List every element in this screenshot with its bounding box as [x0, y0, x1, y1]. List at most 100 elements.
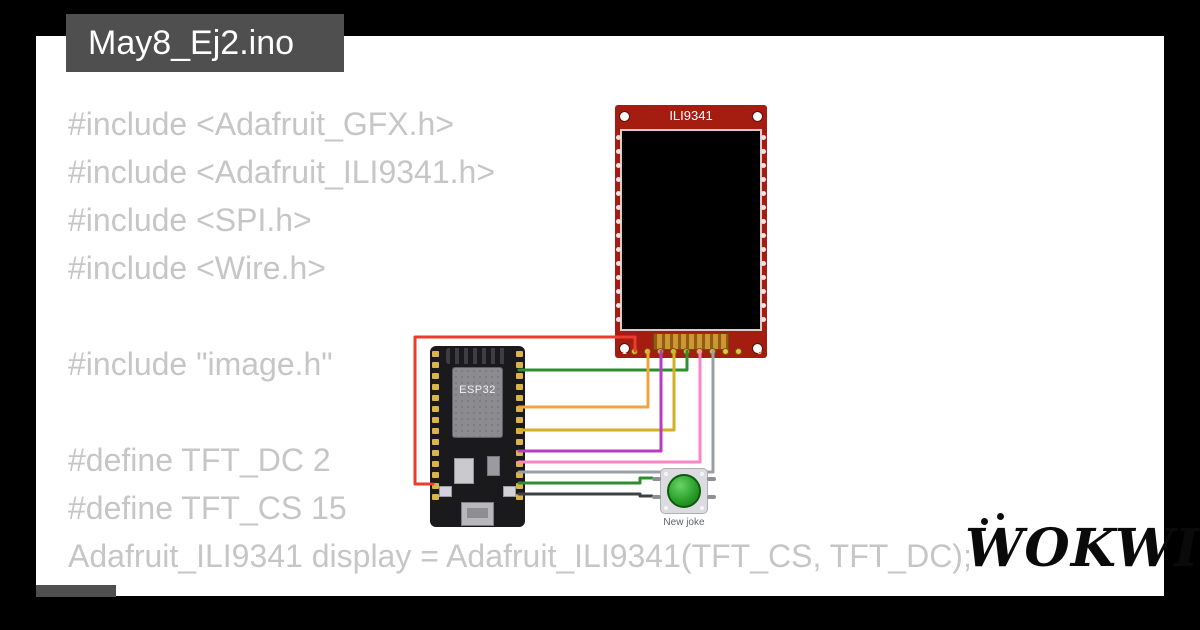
pin-hole	[616, 261, 621, 266]
pin-hole	[616, 275, 621, 280]
code-line: #define TFT_DC 2	[68, 442, 331, 478]
esp32-pin	[432, 351, 439, 357]
esp32-pin	[516, 450, 523, 456]
esp32-pin	[432, 384, 439, 390]
esp32-pin	[516, 417, 523, 423]
push-button-label: New joke	[663, 517, 705, 528]
pin-hole	[616, 149, 621, 154]
code-line: #define TFT_CS 15	[68, 490, 347, 526]
pin-hole	[616, 191, 621, 196]
esp32-pin	[432, 472, 439, 478]
pin-hole	[761, 149, 766, 154]
pin-hole	[616, 135, 621, 140]
wokwi-logo: WOKWI	[965, 513, 1200, 579]
esp32-pin	[432, 461, 439, 467]
esp32-pin	[432, 395, 439, 401]
pin-hole	[761, 247, 766, 252]
display-pin	[644, 348, 651, 355]
push-button-leg	[652, 477, 661, 481]
esp32-pin	[516, 494, 523, 500]
pin-hole	[616, 163, 621, 168]
esp32-en-button[interactable]	[439, 486, 452, 497]
pin-hole	[761, 275, 766, 280]
pin-hole	[616, 205, 621, 210]
push-button-leg	[707, 495, 716, 499]
display-pin	[657, 348, 664, 355]
pin-hole	[761, 289, 766, 294]
pin-hole	[616, 289, 621, 294]
pin-hole	[761, 177, 766, 182]
esp32-pin	[432, 373, 439, 379]
ili9341-screen	[620, 129, 762, 331]
pin-hole	[761, 219, 766, 224]
code-line: #include <Adafruit_ILI9341.h>	[68, 154, 495, 190]
logo-antenna-dot	[997, 513, 1004, 520]
push-button[interactable]	[652, 468, 716, 514]
esp32-pin	[516, 461, 523, 467]
push-button-screw	[700, 506, 704, 510]
code-line: #include <SPI.h>	[68, 202, 312, 238]
esp32-pin	[516, 351, 523, 357]
code-line: #include <Adafruit_GFX.h>	[68, 106, 455, 142]
esp32-pin	[516, 472, 523, 478]
esp32-shield: ESP32	[452, 367, 503, 438]
display-pin	[670, 348, 677, 355]
push-button-leg	[707, 477, 716, 481]
file-tab[interactable]: May8_Ej2.ino	[66, 14, 344, 72]
pin-hole	[761, 317, 766, 322]
push-button-screw	[664, 506, 668, 510]
esp32-pin	[432, 450, 439, 456]
esp32-regulator-chip	[487, 456, 500, 476]
code-line	[68, 292, 972, 340]
mounting-hole	[619, 111, 630, 122]
esp32-pin	[516, 483, 523, 489]
push-button-cap[interactable]	[667, 474, 701, 508]
esp32-pin	[432, 483, 439, 489]
pin-hole	[616, 233, 621, 238]
wokwi-logo-text: WOKWI	[965, 518, 1200, 579]
push-button-screw	[664, 472, 668, 476]
code-line: #include <Wire.h>	[68, 250, 326, 286]
display-pin	[735, 348, 742, 355]
code-line: #include "image.h"	[68, 346, 333, 382]
push-button-leg	[652, 495, 661, 499]
display-pin	[709, 348, 716, 355]
pin-hole	[761, 191, 766, 196]
pin-hole	[761, 163, 766, 168]
esp32-pin	[432, 439, 439, 445]
pin-hole	[616, 247, 621, 252]
esp32-antenna	[446, 348, 509, 364]
esp32-pin	[516, 428, 523, 434]
esp32-pin	[516, 439, 523, 445]
display-pin	[631, 348, 638, 355]
esp32-board[interactable]: ESP32	[430, 346, 525, 527]
esp32-pin	[516, 362, 523, 368]
display-pin	[683, 348, 690, 355]
file-tab-title: May8_Ej2.ino	[88, 23, 295, 62]
esp32-boot-button[interactable]	[503, 486, 516, 497]
display-pin	[722, 348, 729, 355]
esp32-pin	[432, 406, 439, 412]
esp32-pin	[516, 406, 523, 412]
esp32-usb-port	[461, 502, 494, 526]
pin-number-last: 9	[756, 346, 762, 356]
esp32-pin	[516, 395, 523, 401]
editor-canvas	[36, 36, 1164, 596]
ili9341-board[interactable]: ILI9341 1 9	[615, 105, 767, 358]
pin-hole	[616, 219, 621, 224]
esp32-pin	[516, 384, 523, 390]
bottom-tab-fragment	[36, 585, 116, 597]
esp32-pin	[432, 417, 439, 423]
pin-number-first: 1	[622, 346, 628, 356]
code-editor: #include <Adafruit_GFX.h> #include <Adaf…	[68, 100, 972, 580]
pin-hole	[616, 177, 621, 182]
mounting-hole	[752, 343, 763, 354]
pin-hole	[616, 317, 621, 322]
pin-hole	[761, 233, 766, 238]
code-line: Adafruit_ILI9341 display = Adafruit_ILI9…	[68, 538, 972, 574]
esp32-label: ESP32	[459, 384, 496, 396]
display-pin	[696, 348, 703, 355]
esp32-pin	[516, 373, 523, 379]
ili9341-label: ILI9341	[669, 108, 713, 123]
esp32-flash-chip	[454, 458, 474, 484]
